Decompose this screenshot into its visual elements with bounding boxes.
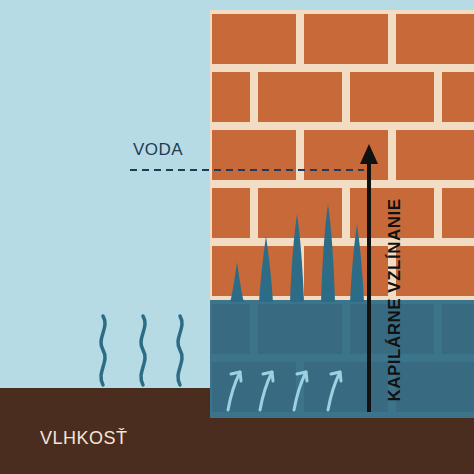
rising-arrow [294,372,306,410]
evaporation-waves [101,316,182,385]
vapor-wave [101,316,105,385]
brick [304,130,388,180]
moisture-plume [259,236,273,302]
brick-wall [210,10,474,418]
moisture-plume [290,214,304,302]
capillary-arrow-shaft [367,160,371,412]
brick [212,72,250,122]
rising-water-arrows [228,372,341,410]
rising-arrow-head [297,372,307,381]
capillary-arrow-head [360,144,378,164]
brick [442,188,474,238]
brick [442,72,474,122]
brick [396,246,474,296]
rising-arrow [328,372,340,410]
water-level-label: VODA [133,140,183,160]
rising-arrow [260,372,272,410]
rising-arrow-head [231,372,241,381]
water-saturated-zone [210,300,474,418]
brick [212,14,296,64]
capillary-rise-label: KAPILÁRNE VZLÍNANIE [384,198,404,401]
moisture-plume [321,204,335,302]
moisture-plumes [230,204,364,302]
brick [212,130,296,180]
moisture-label: VLHKOSŤ [40,428,128,449]
brick [212,246,296,296]
brick [350,72,434,122]
mortar [210,10,474,418]
brick [304,246,388,296]
brick [304,14,388,64]
rising-arrow-head [331,372,341,381]
water-level-line [130,169,364,171]
brick [396,14,474,64]
vapor-wave [178,316,182,385]
moisture-plume [350,224,364,302]
brick [396,130,474,180]
rising-arrow-head [263,372,273,381]
vapor-wave [141,316,145,385]
brick [258,72,342,122]
brick [212,188,250,238]
moisture-plume [230,262,244,302]
rising-arrow [228,372,240,410]
